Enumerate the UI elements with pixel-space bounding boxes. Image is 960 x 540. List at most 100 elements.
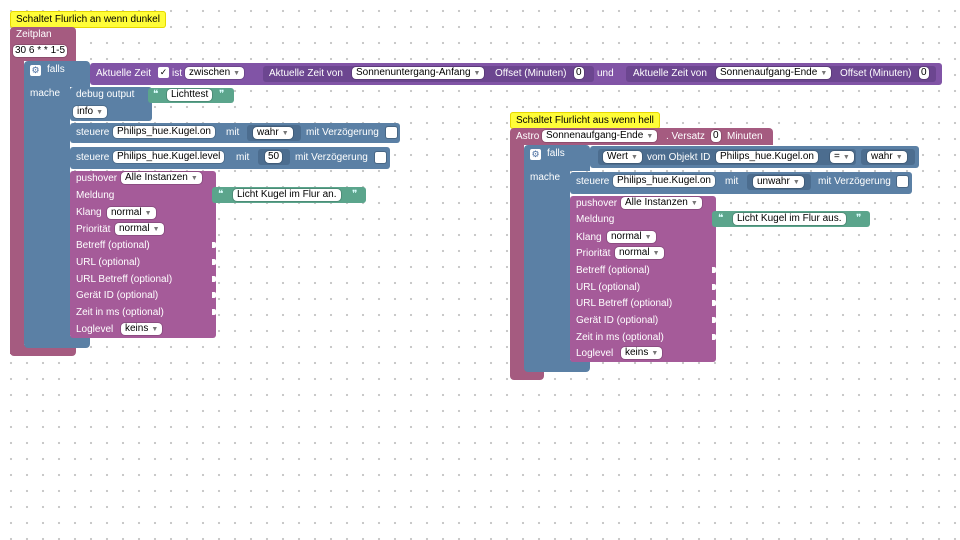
pushover-label-1: pushover xyxy=(76,173,118,184)
comment-block-2[interactable]: Schaltet Flurlicht aus wenn hell xyxy=(510,112,660,129)
check-icon[interactable]: ✓ xyxy=(158,67,169,78)
input-socket[interactable] xyxy=(712,334,716,340)
message-field-1[interactable]: Licht Kugel im Flur an. xyxy=(233,189,341,201)
delay-checkbox-1[interactable] xyxy=(386,127,397,138)
dropdown-arrow-icon: ▼ xyxy=(144,210,152,217)
dropdown-arrow-icon: ▼ xyxy=(96,109,104,116)
message-label-2: Meldung xyxy=(576,214,615,225)
debug-level-dropdown[interactable]: info▼ xyxy=(73,106,108,118)
control-value-dropdown-1[interactable]: wahr▼ xyxy=(253,127,293,139)
dropdown-arrow-icon: ▼ xyxy=(152,226,160,233)
subject-label-1: Betreff (optional) xyxy=(76,240,150,251)
pushover-instance-2: Alle Instanzen xyxy=(625,197,688,208)
input-socket[interactable] xyxy=(212,276,216,282)
loglevel-dropdown-1[interactable]: keins▼ xyxy=(121,323,163,335)
dropdown-arrow-icon: ▼ xyxy=(151,326,159,333)
between-dropdown[interactable]: zwischen▼ xyxy=(185,67,245,79)
between-value: zwischen xyxy=(189,67,231,78)
input-socket[interactable] xyxy=(212,309,216,315)
delay-checkbox-3[interactable] xyxy=(897,176,908,187)
control-value-field-2[interactable]: 50 xyxy=(265,151,283,163)
control-object-field-1[interactable]: Philips_hue.Kugel.on xyxy=(113,126,215,138)
priority-label-1: Priorität xyxy=(76,224,111,235)
control-with-label-3: mit xyxy=(725,176,739,187)
pushover-label-2: pushover xyxy=(576,198,618,209)
message-field-2[interactable]: Licht Kugel im Flur aus. xyxy=(733,213,846,225)
astro-spine xyxy=(510,144,524,374)
astro-dropdown-1[interactable]: Sonnenuntergang-Anfang▼ xyxy=(352,67,485,79)
gear-icon[interactable]: ⚙ xyxy=(530,149,541,160)
compare-value-dropdown[interactable]: wahr▼ xyxy=(867,151,907,163)
url-label-1: URL (optional) xyxy=(76,257,141,268)
schedule-label: Zeitplan xyxy=(16,29,52,40)
control-with-label-2: mit xyxy=(236,152,250,163)
control-value-dropdown-3[interactable]: unwahr▼ xyxy=(753,176,804,188)
input-socket[interactable] xyxy=(212,292,216,298)
priority-dropdown-1[interactable]: normal▼ xyxy=(115,223,164,235)
priority-value-2: normal xyxy=(619,247,650,258)
if-foot-1 xyxy=(24,336,90,348)
dropdown-arrow-icon: ▼ xyxy=(646,133,654,140)
quote-close-icon: ❞ xyxy=(219,89,225,100)
dropdown-arrow-icon: ▼ xyxy=(644,234,652,241)
input-socket[interactable] xyxy=(712,267,716,273)
sound-dropdown-1[interactable]: normal▼ xyxy=(107,207,156,219)
input-socket[interactable] xyxy=(212,259,216,265)
then-label-2: mache xyxy=(530,172,561,183)
offset-field-1[interactable]: 0 xyxy=(574,67,584,79)
object-id-field[interactable]: Philips_hue.Kugel.on xyxy=(716,151,818,163)
delay-checkbox-2[interactable] xyxy=(375,152,386,163)
dropdown-arrow-icon: ▼ xyxy=(281,130,289,137)
sound-value-1: normal xyxy=(111,207,142,218)
control-delay-label-3: mit Verzögerung xyxy=(818,176,891,187)
control-object-field-3[interactable]: Philips_hue.Kugel.on xyxy=(613,175,715,187)
sound-label-2: Klang xyxy=(576,232,602,243)
if-foot-2 xyxy=(524,360,590,372)
shift-field[interactable]: 0 xyxy=(711,130,721,142)
dropdown-arrow-icon: ▼ xyxy=(652,250,660,257)
comment-block-1[interactable]: Schaltet Flurlich an wenn dunkel xyxy=(10,11,166,28)
debug-text-field[interactable]: Lichttest xyxy=(167,89,213,101)
input-socket[interactable] xyxy=(712,284,716,290)
url-title-label-2: URL Betreff (optional) xyxy=(576,298,673,309)
debug-level-value: info xyxy=(77,106,94,117)
pushover-block-1[interactable] xyxy=(70,171,216,338)
minutes-label: Minuten xyxy=(727,131,763,142)
pushover-block-2[interactable] xyxy=(570,196,716,362)
input-socket[interactable] xyxy=(212,242,216,248)
astro-event-value: Sonnenaufgang-Ende xyxy=(546,130,644,141)
astro-dropdown-2[interactable]: Sonnenaufgang-Ende▼ xyxy=(716,67,832,79)
operator-dropdown[interactable]: =▼ xyxy=(830,151,854,163)
dropdown-arrow-icon: ▼ xyxy=(820,70,828,77)
quote-close-icon: ❞ xyxy=(352,189,358,200)
time-from-label-1: Aktuelle Zeit von xyxy=(269,68,343,79)
if-spine-1 xyxy=(24,85,70,343)
is-label: ist xyxy=(172,68,182,79)
astro-event-dropdown[interactable]: Sonnenaufgang-Ende▼ xyxy=(542,130,658,142)
pushover-instance-dropdown-2[interactable]: Alle Instanzen▼ xyxy=(621,197,702,209)
control-delay-label-2: mit Verzögerung xyxy=(295,152,368,163)
loglevel-dropdown-2[interactable]: keins▼ xyxy=(621,347,663,359)
debug-label: debug output xyxy=(76,89,135,100)
dropdown-arrow-icon: ▼ xyxy=(630,154,638,161)
loglevel-value-2: keins xyxy=(625,347,649,358)
gear-icon[interactable]: ⚙ xyxy=(30,65,41,76)
if-label: falls xyxy=(47,64,65,75)
priority-dropdown-2[interactable]: normal▼ xyxy=(615,247,664,259)
dropdown-arrow-icon: ▼ xyxy=(690,200,698,207)
device-label-2: Gerät ID (optional) xyxy=(576,315,659,326)
control-object-field-2[interactable]: Philips_hue.Kugel.level xyxy=(113,151,225,163)
value-type-dropdown[interactable]: Wert▼ xyxy=(603,151,642,163)
and-label: und xyxy=(597,68,614,79)
input-socket[interactable] xyxy=(712,317,716,323)
input-socket[interactable] xyxy=(712,300,716,306)
quote-close-icon: ❞ xyxy=(856,213,862,224)
sound-dropdown-2[interactable]: normal▼ xyxy=(607,231,656,243)
astro-value-2: Sonnenaufgang-Ende xyxy=(720,67,818,78)
dropdown-arrow-icon: ▼ xyxy=(233,70,241,77)
schedule-cron-field[interactable]: 30 6 * * 1-5 xyxy=(13,45,68,57)
loglevel-label-1: Loglevel xyxy=(76,324,114,335)
pushover-instance-dropdown-1[interactable]: Alle Instanzen▼ xyxy=(121,172,202,184)
if-spine-2 xyxy=(524,170,570,365)
offset-field-2[interactable]: 0 xyxy=(919,67,929,79)
